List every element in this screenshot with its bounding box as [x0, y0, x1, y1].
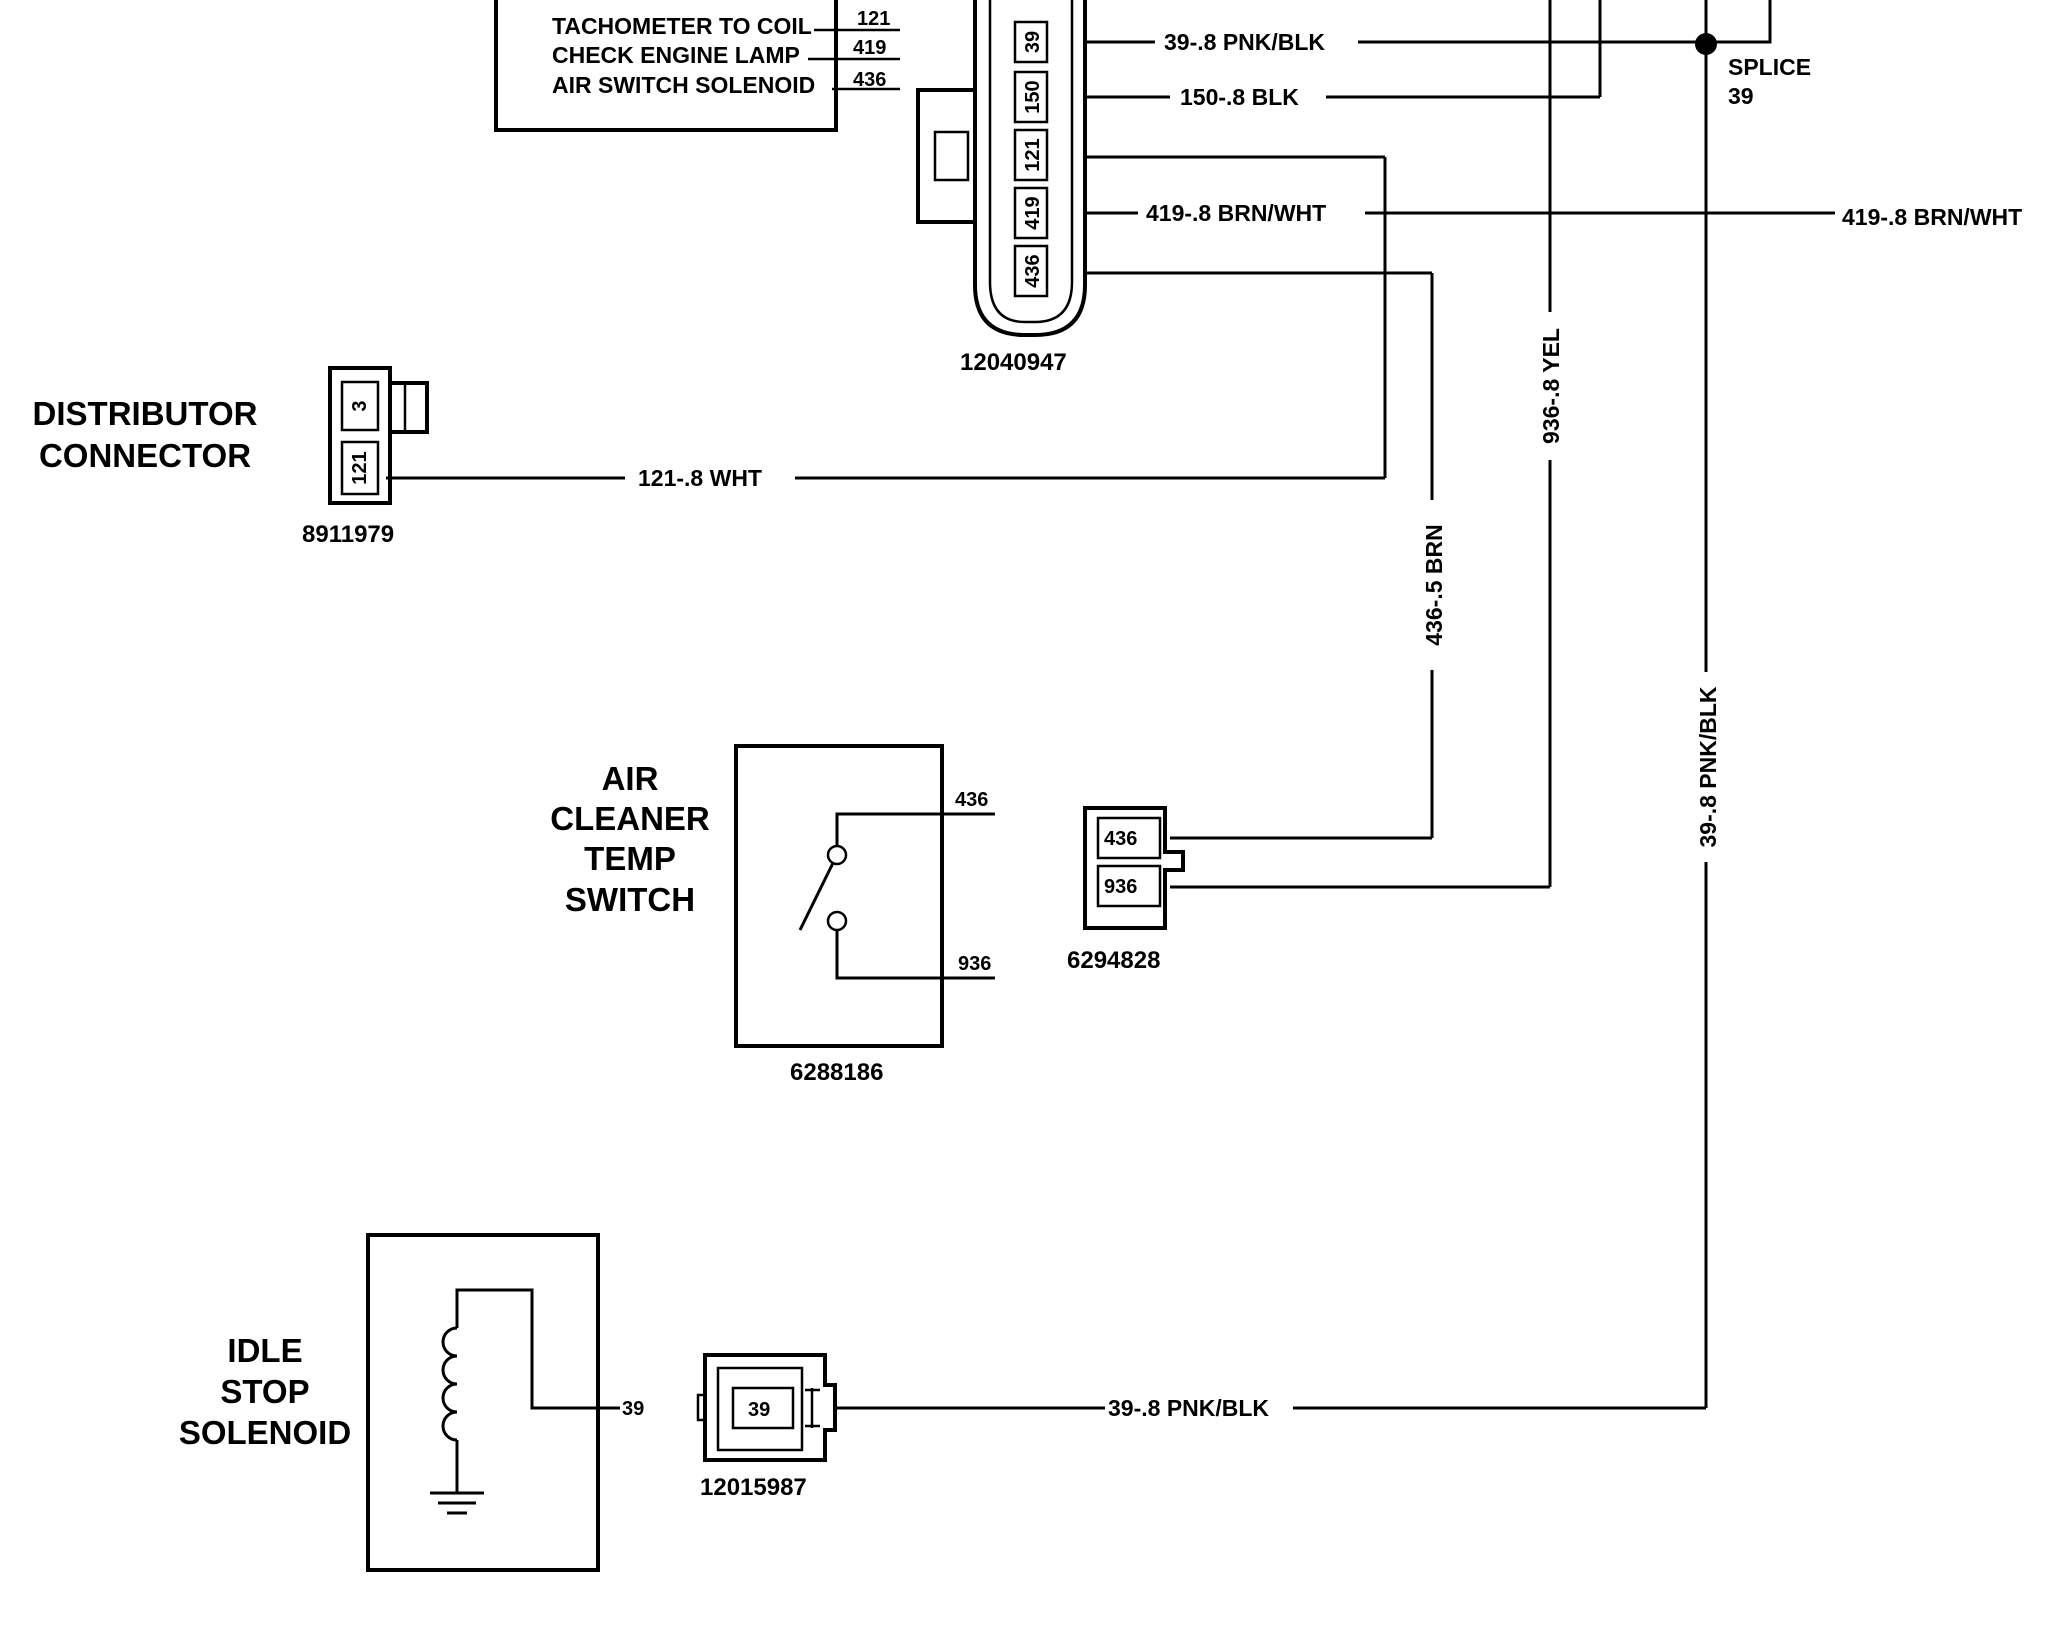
air-cleaner-title-line: AIR — [602, 760, 659, 797]
wire-label-39-vertical: 39-.8 PNK/BLK — [1695, 686, 1721, 847]
distributor-part-number: 8911979 — [302, 521, 394, 548]
wires: 39-.8 PNK/BLK 150-.8 BLK 121-.8 WHT 419-… — [386, 0, 2022, 1421]
wire-label-436: 436-.5 BRN — [1421, 524, 1447, 645]
ecm-row-pin: 436 — [853, 69, 886, 91]
air-cleaner-temp-switch: AIR CLEANER TEMP SWITCH 436 936 6288186 — [550, 744, 995, 1086]
ecm-pin: 436 — [1022, 254, 1044, 287]
wire-label-39-bottom: 39-.8 PNK/BLK — [1108, 1395, 1269, 1421]
splice-number: 39 — [1728, 83, 1754, 109]
distributor-title-line: CONNECTOR — [39, 437, 251, 474]
air-cleaner-title-line: TEMP — [584, 840, 676, 877]
distributor-title-line: DISTRIBUTOR — [33, 395, 258, 432]
ecm-row-label: CHECK ENGINE LAMP — [552, 42, 800, 68]
ecm-connector-part-number: 12040947 — [960, 349, 1067, 376]
distributor-pin: 121 — [349, 451, 371, 484]
ecm-pin: 121 — [1022, 138, 1044, 171]
idle-stop-connector: 39 12015987 — [696, 1353, 837, 1501]
distributor-pin: 3 — [349, 400, 371, 411]
idle-stop-title-line: SOLENOID — [179, 1414, 351, 1451]
ecm-connector-pins: 39 150 121 419 436 — [1013, 20, 1049, 298]
ecm-pin: 150 — [1022, 80, 1044, 113]
wire-label-419-right: 419-.8 BRN/WHT — [1842, 204, 2022, 230]
idle-stop-connector-pin: 39 — [748, 1399, 770, 1421]
air-cleaner-connector-pin: 436 — [1104, 828, 1137, 850]
air-cleaner-pin-top: 436 — [955, 789, 988, 811]
air-cleaner-connector-part-number: 6294828 — [1067, 947, 1160, 974]
ecm-row-pin: 419 — [853, 37, 886, 59]
wire-label-419-left: 419-.8 BRN/WHT — [1146, 200, 1326, 226]
wire-label-39-top: 39-.8 PNK/BLK — [1164, 29, 1325, 55]
ecm-row-label: AIR SWITCH SOLENOID — [552, 72, 815, 98]
idle-stop-connector-part-number: 12015987 — [700, 1474, 807, 1501]
air-cleaner-connector-pin: 936 — [1104, 876, 1137, 898]
air-cleaner-title-line: SWITCH — [565, 881, 695, 918]
splice-39: SPLICE 39 — [1695, 33, 1811, 109]
distributor-connector: DISTRIBUTOR CONNECTOR 3 121 8911979 — [33, 366, 429, 548]
splice-label: SPLICE — [1728, 54, 1811, 80]
idle-stop-title-line: IDLE — [227, 1332, 302, 1369]
air-cleaner-connector: 436 936 6294828 — [1067, 806, 1185, 974]
air-cleaner-title-line: CLEANER — [550, 800, 710, 837]
ecm-pin-table: TACHOMETER TO COIL CHECK ENGINE LAMP AIR… — [494, 0, 900, 132]
idle-stop-solenoid: IDLE STOP SOLENOID 39 — [179, 1233, 644, 1572]
wire-label-936: 936-.8 YEL — [1538, 328, 1564, 444]
ecm-row-label: TACHOMETER TO COIL — [552, 13, 812, 39]
ecm-row-pin: 121 — [857, 8, 890, 30]
air-cleaner-pin-bottom: 936 — [958, 953, 991, 975]
wire-label-150: 150-.8 BLK — [1180, 84, 1299, 110]
ecm-connector: 39 150 121 419 436 12040947 — [916, 0, 1087, 376]
air-cleaner-part-number: 6288186 — [790, 1059, 883, 1086]
idle-stop-pin: 39 — [622, 1398, 644, 1420]
ecm-pin: 419 — [1022, 196, 1044, 229]
ecm-pin: 39 — [1022, 31, 1044, 53]
wire-label-121: 121-.8 WHT — [638, 465, 762, 491]
idle-stop-title-line: STOP — [220, 1373, 309, 1410]
